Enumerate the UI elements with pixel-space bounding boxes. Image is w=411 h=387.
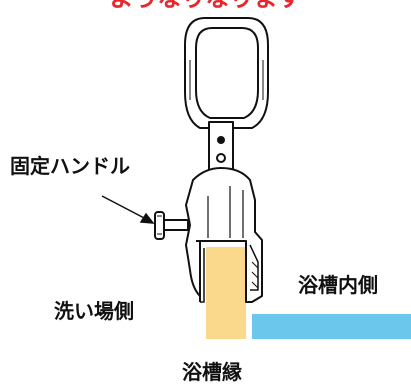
- pointer-arrow: [101, 195, 155, 224]
- top-caption: ようなりなります: [0, 0, 411, 10]
- label-tub-rim: 浴槽縁: [182, 360, 242, 384]
- label-wash-side: 洗い場側: [54, 299, 134, 323]
- tub-inside-area: [252, 314, 411, 339]
- clamp-drawing: [154, 17, 269, 303]
- tub-rim-area: [206, 247, 246, 339]
- label-tub-inside: 浴槽内側: [298, 273, 378, 297]
- label-fixed-handle: 固定ハンドル: [10, 154, 130, 178]
